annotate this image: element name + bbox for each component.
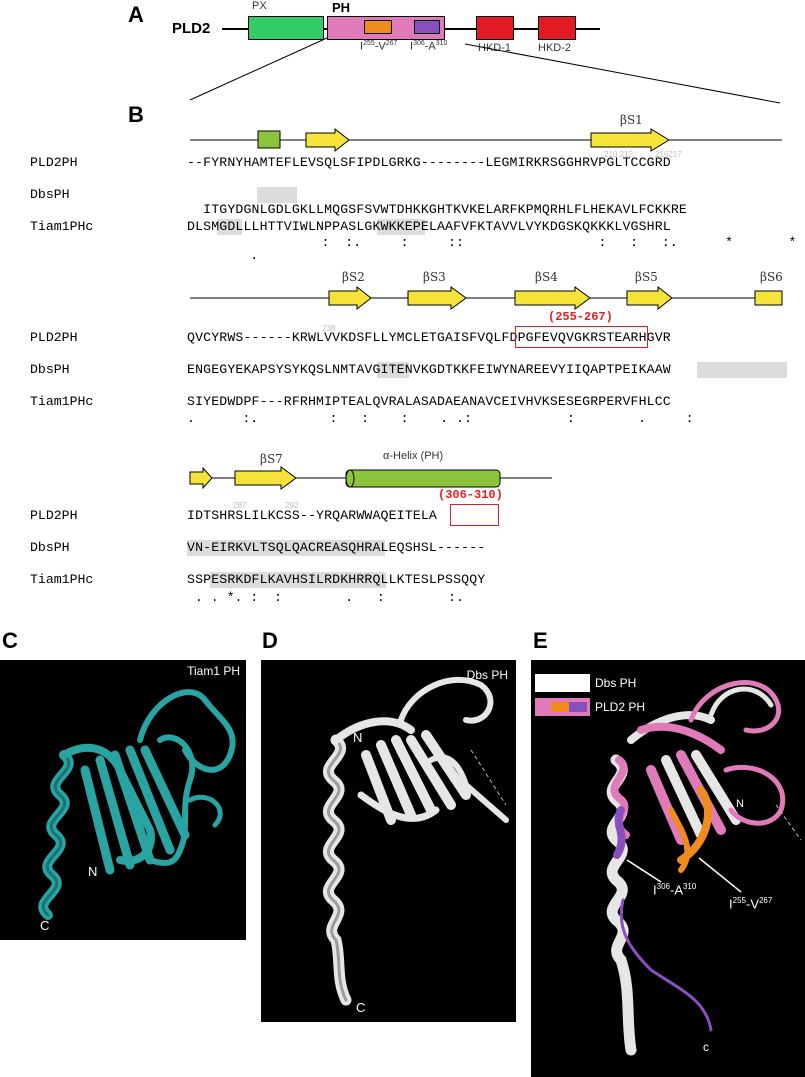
conservation-1a: : :. : :: : : :. * *: [187, 235, 797, 250]
legend-dbs-label: Dbs PH: [595, 676, 637, 690]
px-domain: [248, 16, 324, 40]
dbs-n-terminus: N: [353, 730, 363, 745]
zoom-lines: [189, 37, 781, 104]
highlight-dbs-2b: [697, 362, 787, 378]
ss-arrow-1a: [305, 127, 350, 153]
panel-e-letter: E: [533, 628, 548, 653]
px-label: PX: [252, 0, 267, 12]
red-range-label-306: (306-310): [438, 488, 503, 502]
row-label-pld2ph-2: PLD2PH: [30, 330, 78, 345]
ss-label-helix: α-Helix (PH): [383, 450, 444, 462]
row-seq-pld2ph-1: --FYRNYHAMTEFLEVSQLSFIPDLGRKG--------LEG…: [187, 155, 671, 170]
dbs-title: Dbs PH: [466, 668, 508, 682]
ss-label-bs5: βS5: [635, 270, 658, 284]
ss-arrow-1b: [590, 128, 670, 152]
ss-label-bs2: βS2: [342, 270, 365, 284]
row-seq-dbsph-1: ITGYDGNLGDLGKLLMQGSFSVWTDHKKGHTKVKELARFK…: [203, 202, 687, 217]
red-range-label-255: (255-267): [548, 310, 613, 324]
ss-arrow-3b: [234, 466, 297, 490]
legend-dbs-swatch: [535, 674, 590, 692]
ss-track-3: [189, 466, 552, 490]
hkd2-domain: [538, 16, 576, 40]
ss-label-bs3: βS3: [423, 270, 446, 284]
panel-a-letter: A: [128, 2, 144, 27]
ss-track-1: [190, 127, 782, 153]
ph-purple-segment: [414, 20, 440, 34]
ss-arrow-2b: [407, 286, 467, 310]
overlay-structure-image: Dbs PH PLD2 PH N c I306-A310: [531, 660, 805, 1077]
legend-pld2-swatch: [535, 698, 590, 716]
overlay-n-terminus: N: [736, 798, 744, 810]
residue-number-216: 216217: [655, 150, 682, 159]
row-seq-pld2ph-3: IDTSHRSLILKCSS--YRQARWWAQEITELA: [187, 508, 437, 523]
panel-c-letter: C: [2, 628, 18, 653]
row-label-dbsph-3: DbsPH: [30, 540, 70, 555]
highlight-tiam-3: [210, 572, 386, 588]
ss-arrow-2e: [754, 290, 783, 306]
ss-helix-small-1: [257, 130, 281, 149]
legend-orange-segment: [551, 702, 569, 712]
residue-number-210: 210 212: [604, 150, 633, 159]
legend-pld2-label: PLD2 PH: [595, 700, 646, 714]
panel-d-letter: D: [262, 628, 278, 653]
highlight-tiam-1b: [377, 219, 425, 235]
ss-arrow-2d: [626, 285, 673, 311]
row-seq-dbsph-2: ENGEGYEKAPSYSYKQSLNMTAVGITENVKGDTKKFEIWY…: [187, 362, 671, 377]
row-label-tiam-3: Tiam1PHc: [30, 572, 94, 587]
ss-arrow-2c: [514, 286, 591, 310]
highlight-dbs-2a: [377, 362, 409, 378]
tiam1-title: Tiam1 PH: [187, 664, 240, 678]
ss-label-bs7: βS7: [260, 452, 283, 466]
hkd1-domain: [476, 16, 514, 40]
tiam1-c-terminus: C: [40, 918, 50, 933]
highlight-dbs-3: [187, 540, 385, 556]
overlay-label-255-267: I255-V267: [729, 896, 773, 912]
panel-b-letter: B: [128, 102, 144, 127]
residue-number-292: 292: [285, 501, 299, 510]
dbs-structure-image: Dbs PH N C: [261, 660, 516, 1022]
tiam1-n-terminus: N: [88, 864, 98, 879]
tiam1-structure-image: Tiam1 PH N C: [0, 660, 246, 940]
residue-number-238: 238: [322, 324, 336, 333]
highlight-dbs-1: [257, 187, 297, 203]
conservation-2: . :. : : : . .: : . :: [187, 411, 694, 426]
tiam1-ribbon: [38, 689, 236, 920]
overlay-c-terminus: c: [703, 1040, 709, 1054]
row-label-dbsph-2: DbsPH: [30, 362, 70, 377]
row-label-dbsph-1: DbsPH: [30, 187, 70, 202]
purple-range-label: I306-A310: [410, 40, 448, 53]
row-label-tiam-2: Tiam1PHc: [30, 394, 94, 409]
red-box-255-267: [515, 326, 648, 348]
ss-helix-ph: [345, 469, 501, 488]
ph-label: PH: [332, 0, 351, 15]
conservation-1b: .: [187, 248, 789, 263]
ss-label-bs6: βS6: [760, 270, 783, 284]
dbs-c-terminus: C: [356, 1000, 366, 1015]
row-label-pld2ph-1: PLD2PH: [30, 155, 78, 170]
residue-number-287: 287: [233, 501, 247, 510]
hkd2-label: HKD-2: [538, 42, 572, 54]
ss-arrow-3a: [189, 466, 213, 490]
dbs-ribbon: [323, 677, 509, 1006]
row-seq-pld2ph-2: QVCYRWS------KRWLVVKDSFLLYMCLETGAISFVQLF…: [187, 330, 671, 345]
ss-arrow-2a: [328, 285, 372, 311]
row-seq-tiam-1: DLSMGDLLLHTTVIWLNPPASLGKWKKEPELAAFVFKTAV…: [187, 219, 671, 234]
pld2-label: PLD2: [172, 20, 211, 37]
legend-purple-segment: [569, 702, 587, 712]
ss-label-bs4: βS4: [535, 270, 558, 284]
ss-label-bs1: βS1: [620, 113, 643, 127]
overlay-ribbon: [606, 680, 802, 1056]
row-label-tiam-1: Tiam1PHc: [30, 219, 94, 234]
ss-track-2: [190, 285, 783, 311]
orange-range-label: I255-V267: [360, 40, 398, 53]
row-label-pld2ph-3: PLD2PH: [30, 508, 78, 523]
overlay-label-306-310: I306-A310: [653, 882, 697, 898]
highlight-tiam-1a: [217, 219, 242, 235]
red-box-306-310: [450, 504, 499, 526]
conservation-3: . . *. : : . : :.: [187, 590, 464, 605]
row-seq-tiam-2: SIYEDWDPF---RFRHMIPTEALQVRALASADAEANAVCE…: [187, 394, 671, 409]
ph-orange-segment: [364, 20, 392, 34]
